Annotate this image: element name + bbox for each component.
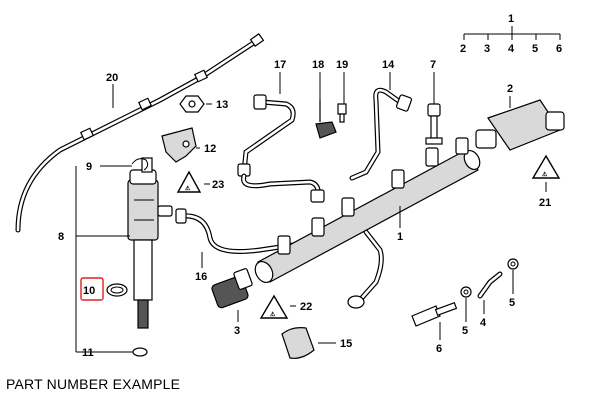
callout-6[interactable]: 6 — [436, 343, 442, 355]
callout-top-6[interactable]: 6 — [556, 43, 562, 55]
callout-15[interactable]: 15 — [340, 338, 352, 350]
svg-text:⚠: ⚠ — [185, 185, 191, 192]
callout-top-2[interactable]: 2 — [460, 43, 466, 55]
bolt-19[interactable] — [337, 103, 347, 123]
fuel-rail-1[interactable] — [252, 137, 483, 285]
callout-23[interactable]: 23 — [212, 179, 224, 191]
pipe-16[interactable] — [175, 208, 303, 254]
callout-7[interactable]: 7 — [430, 59, 436, 71]
callout-19[interactable]: 19 — [336, 59, 348, 71]
callout-10[interactable]: 10 — [83, 285, 95, 297]
bracket-12[interactable] — [161, 127, 197, 163]
callout-14[interactable]: 14 — [382, 59, 395, 71]
clip-9[interactable] — [131, 158, 149, 171]
banjo-bolt-6[interactable] — [411, 301, 458, 327]
o-ring-10[interactable] — [106, 283, 128, 297]
callout-9[interactable]: 9 — [86, 161, 92, 173]
callout-2[interactable]: 2 — [507, 83, 513, 95]
part-number-caption: PART NUMBER EXAMPLE — [6, 376, 181, 392]
cover-15[interactable] — [281, 327, 315, 359]
callout-20[interactable]: 20 — [106, 72, 118, 84]
warning-22-icon: ⚠ — [259, 294, 289, 319]
callout-16[interactable]: 16 — [195, 271, 207, 283]
svg-text:⚠: ⚠ — [542, 171, 548, 178]
callout-18[interactable]: 18 — [312, 59, 324, 71]
leader-lines — [75, 26, 561, 353]
callout-21[interactable]: 21 — [539, 197, 551, 209]
nut-13[interactable] — [179, 95, 205, 113]
callout-5-lower[interactable]: 5 — [509, 297, 515, 309]
svg-text:⚠: ⚠ — [270, 311, 276, 318]
callout-12[interactable]: 12 — [204, 143, 216, 155]
bolt-7[interactable] — [425, 103, 443, 145]
callout-4[interactable]: 4 — [480, 317, 487, 329]
callout-top-1[interactable]: 1 — [508, 13, 514, 25]
washer-5[interactable] — [460, 286, 472, 298]
callout-top-4[interactable]: 4 — [508, 43, 515, 55]
callout-top-5[interactable]: 5 — [532, 43, 538, 55]
pipe-17[interactable] — [237, 94, 325, 203]
callout-1-rail[interactable]: 1 — [397, 231, 403, 243]
holder-18[interactable] — [315, 100, 337, 139]
injector-8[interactable] — [127, 157, 173, 329]
callout-8[interactable]: 8 — [58, 231, 64, 243]
pipe-14[interactable] — [349, 87, 413, 181]
pipe-lower[interactable] — [347, 229, 384, 309]
washer-5-lower[interactable] — [507, 258, 519, 270]
pressure-regulator-2[interactable] — [475, 99, 565, 151]
callout-top-3[interactable]: 3 — [484, 43, 490, 55]
warning-23-icon: ⚠ — [176, 170, 202, 193]
callout-5[interactable]: 5 — [462, 325, 468, 337]
callout-11[interactable]: 11 — [82, 347, 94, 359]
callout-13[interactable]: 13 — [216, 99, 228, 111]
washer-11[interactable] — [132, 347, 148, 357]
callout-3[interactable]: 3 — [234, 325, 240, 337]
callout-17[interactable]: 17 — [274, 59, 286, 71]
callout-22[interactable]: 22 — [300, 301, 312, 313]
warning-21-icon: ⚠ — [531, 154, 561, 179]
sensor-3[interactable] — [211, 268, 253, 309]
callout-labels: 1 2 3 4 5 6 17 18 19 14 7 2 13 12 23 9 8… — [58, 13, 562, 359]
highlight-box-10 — [80, 277, 104, 301]
hose-fitting-4[interactable] — [477, 271, 503, 299]
return-hose-20[interactable]: 20 — [15, 33, 265, 233]
